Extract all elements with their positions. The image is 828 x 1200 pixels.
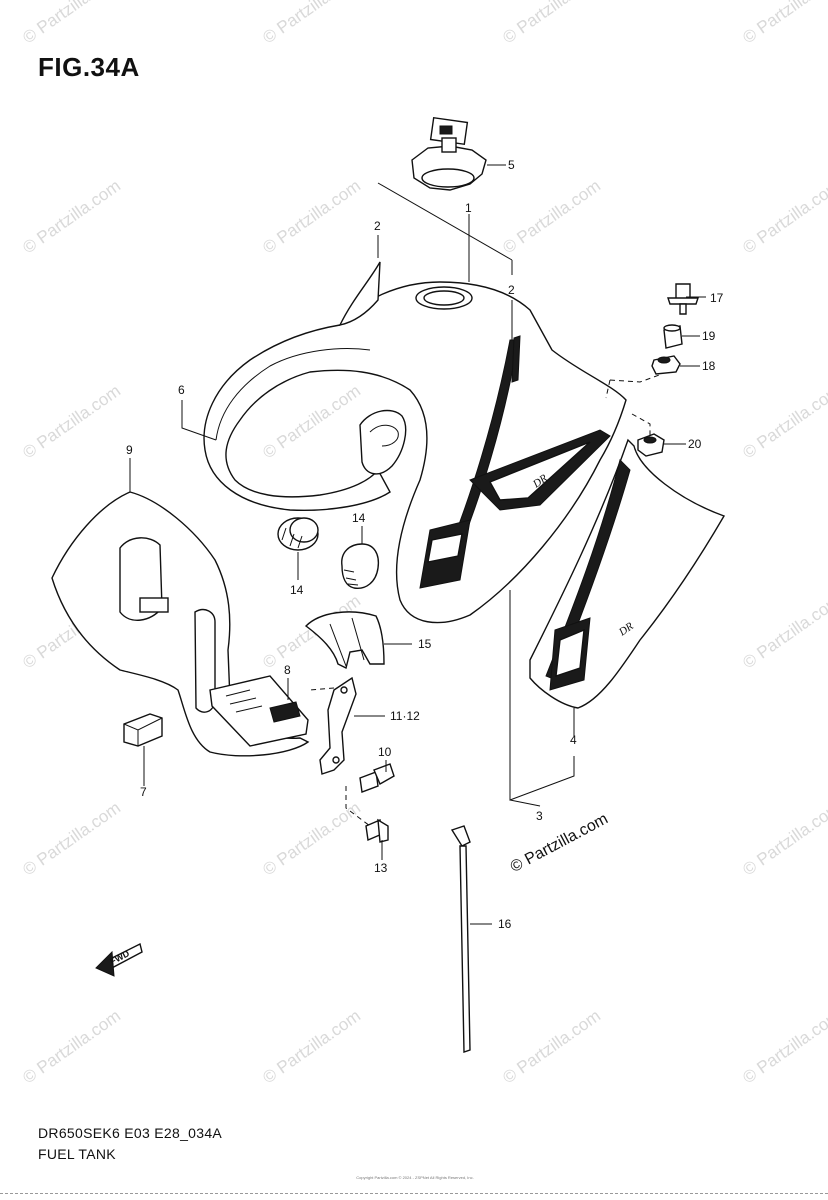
callout-20[interactable]: 20 (688, 437, 702, 451)
grommet-part-18[interactable] (651, 355, 681, 375)
copyright-fine-print: Copyright Partzilla.com © 2024 - ZSPNet … (356, 1175, 474, 1180)
fuel-cap-part-5[interactable] (411, 116, 487, 191)
forward-direction-arrow: FWD (95, 942, 143, 977)
callout-14[interactable]: 14 (290, 583, 304, 597)
grommet-part-20[interactable] (637, 433, 665, 457)
side-cover-part-9[interactable] (51, 491, 310, 757)
callout-2[interactable]: 2 (374, 219, 381, 233)
cable-tie-part-16[interactable] (450, 825, 471, 1053)
callout-5[interactable]: 5 (508, 158, 515, 172)
heat-shield-part-8[interactable] (209, 675, 309, 747)
callout-6[interactable]: 6 (178, 383, 185, 397)
callout-16[interactable]: 16 (498, 917, 512, 931)
callout-18[interactable]: 18 (702, 359, 716, 373)
callout-1[interactable]: 1 (465, 201, 472, 215)
tank-seal-part-6[interactable] (215, 348, 371, 441)
diagram-name: FUEL TANK (38, 1146, 116, 1162)
tank-bracket-part-2[interactable] (511, 335, 521, 383)
callout-labels: 5 2 1 2 6 9 17 19 18 20 14 14 15 8 11·12… (126, 158, 724, 931)
callout-9[interactable]: 9 (126, 443, 133, 457)
bolt-part-13[interactable] (365, 818, 389, 843)
callout-2[interactable]: 2 (508, 283, 515, 297)
bottom-divider (0, 1193, 828, 1194)
callout-14[interactable]: 14 (352, 511, 366, 525)
figure-title: FIG.34A (38, 52, 140, 82)
callout-17[interactable]: 17 (710, 291, 724, 305)
bolt-part-17[interactable] (667, 283, 699, 315)
fuel-tank-part-1[interactable]: DR (203, 261, 627, 624)
callout-4[interactable]: 4 (570, 733, 577, 747)
callout-19[interactable]: 19 (702, 329, 716, 343)
callout-11-12[interactable]: 11·12 (390, 709, 420, 723)
diagram-code: DR650SEK6 E03 E28_034A (38, 1125, 223, 1141)
collar-part-19[interactable] (663, 324, 683, 349)
cushion-part-7[interactable] (123, 713, 163, 747)
callout-8[interactable]: 8 (284, 663, 291, 677)
side-shroud-part-4[interactable]: DR (529, 438, 726, 709)
callout-3[interactable]: 3 (536, 809, 543, 823)
cushion-part-14-right[interactable] (341, 543, 380, 589)
leader-lines (129, 164, 706, 925)
bracket-part-11-12[interactable] (319, 676, 357, 775)
callout-7[interactable]: 7 (140, 785, 147, 799)
callout-13[interactable]: 13 (374, 861, 388, 875)
callout-10[interactable]: 10 (378, 745, 392, 759)
bolt-part-10[interactable] (359, 763, 395, 793)
cushion-part-14-left[interactable] (277, 517, 319, 551)
callout-15[interactable]: 15 (418, 637, 432, 651)
tank-rubber-part-15[interactable] (304, 611, 385, 670)
